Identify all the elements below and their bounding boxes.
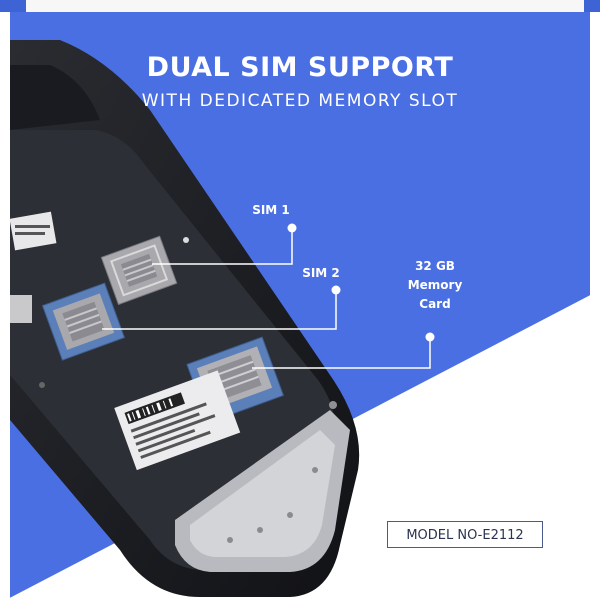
top-strip [0,0,600,12]
headline-title: DUAL SIM SUPPORT [146,52,454,83]
callout-memory-line3: Card [419,297,451,311]
callout-memory-line2: Memory [407,278,463,292]
headline-subtitle: WITH DEDICATED MEMORY SLOT [141,91,459,111]
corner-accent-left [0,0,26,12]
corner-accent-right [584,0,600,12]
callout-memory-card: 32 GB Memory Card [395,257,475,314]
callout-memory-line1: 32 GB [415,259,455,273]
model-number-badge: MODEL NO-E2112 [387,521,543,548]
callout-sim2: SIM 2 [302,266,340,280]
callout-sim1: SIM 1 [252,203,290,217]
